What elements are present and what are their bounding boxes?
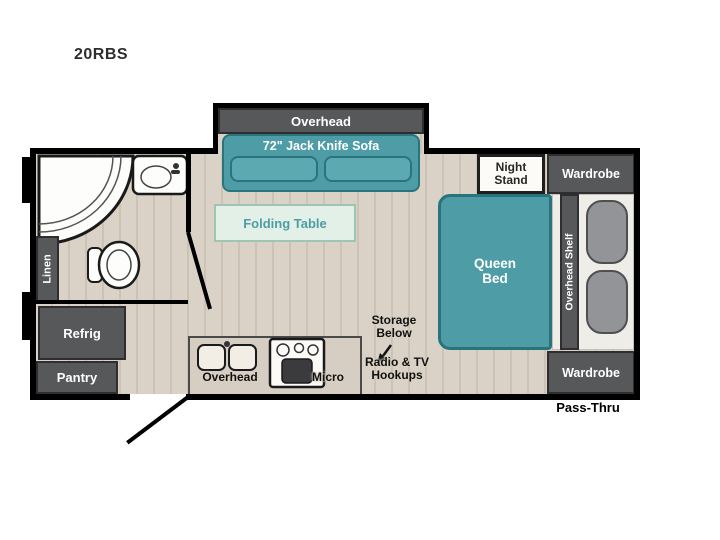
microwave-text: Micro — [311, 370, 344, 384]
kitchen-overhead-label: Overhead — [194, 370, 266, 384]
queen-bed-line2: Bed — [482, 271, 508, 286]
queen-bed: Queen Bed — [438, 194, 552, 350]
bath-partition-wall — [186, 154, 191, 232]
night-stand: Night Stand — [477, 154, 545, 194]
folding-table-label: Folding Table — [243, 215, 327, 231]
stove — [268, 337, 326, 389]
overhead-shelf-label: Overhead Shelf — [563, 233, 576, 311]
refrigerator-label: Refrig — [63, 325, 101, 341]
jack-knife-sofa-label: 72" Jack Knife Sofa — [262, 139, 380, 153]
wall-right — [634, 148, 640, 400]
exterior-bumpout-upper — [22, 157, 32, 203]
model-label: 20RBS — [74, 46, 129, 63]
wall-left — [30, 148, 36, 400]
night-stand-line2: Stand — [494, 173, 528, 187]
radio-tv-line2: Hookups — [371, 368, 423, 383]
storage-below-label: Storage Below — [352, 313, 436, 341]
pillow-top — [586, 200, 628, 264]
refrigerator: Refrig — [38, 306, 126, 360]
night-stand-line1: Night — [495, 160, 527, 175]
storage-below-line2: Below — [376, 326, 412, 341]
wardrobe-bottom: Wardrobe — [547, 351, 635, 394]
storage-below-line1: Storage — [371, 313, 417, 327]
overhead-shelf: Overhead Shelf — [560, 194, 579, 350]
radio-tv-line1: Radio & TV — [364, 355, 429, 369]
sofa-overhead-cabinet-label: Overhead — [291, 113, 351, 129]
pantry: Pantry — [36, 361, 118, 394]
sofa-cushions — [230, 156, 412, 182]
radio-tv-hookups-label: Radio & TV Hookups — [352, 355, 442, 383]
sofa-cushion-right — [324, 156, 412, 182]
arrow-down-icon — [377, 344, 393, 363]
shower — [37, 154, 135, 246]
wardrobe-top-label: Wardrobe — [562, 167, 620, 181]
wall-top-right — [424, 148, 640, 154]
pantry-label: Pantry — [56, 370, 98, 385]
bath-sink — [131, 154, 189, 196]
wardrobe-bottom-label: Wardrobe — [562, 365, 620, 380]
kitchen-overhead-text: Overhead — [202, 370, 258, 384]
kitchen-sink — [197, 341, 257, 371]
pillow-bottom — [586, 270, 628, 334]
pass-thru-label: Pass-Thru — [540, 400, 636, 415]
wall-bottom-left — [30, 394, 130, 400]
pass-thru-text: Pass-Thru — [556, 400, 620, 415]
exterior-bumpout-lower — [22, 292, 32, 340]
toilet — [87, 240, 141, 290]
queen-bed-line1: Queen — [473, 256, 516, 272]
wall-top-left — [30, 148, 217, 154]
wall-bottom-right — [186, 394, 640, 400]
sofa-cushion-left — [230, 156, 318, 182]
bath-bottom-wall — [36, 300, 188, 304]
linen-cabinet-label: Linen — [41, 254, 54, 284]
linen-cabinet: Linen — [36, 236, 59, 302]
wardrobe-top: Wardrobe — [547, 154, 635, 194]
jack-knife-sofa: 72" Jack Knife Sofa — [222, 134, 420, 192]
entry-door-swing — [126, 395, 190, 445]
sofa-overhead-cabinet: Overhead — [218, 108, 424, 134]
microwave-label: Micro — [300, 370, 356, 384]
folding-table: Folding Table — [214, 204, 356, 242]
